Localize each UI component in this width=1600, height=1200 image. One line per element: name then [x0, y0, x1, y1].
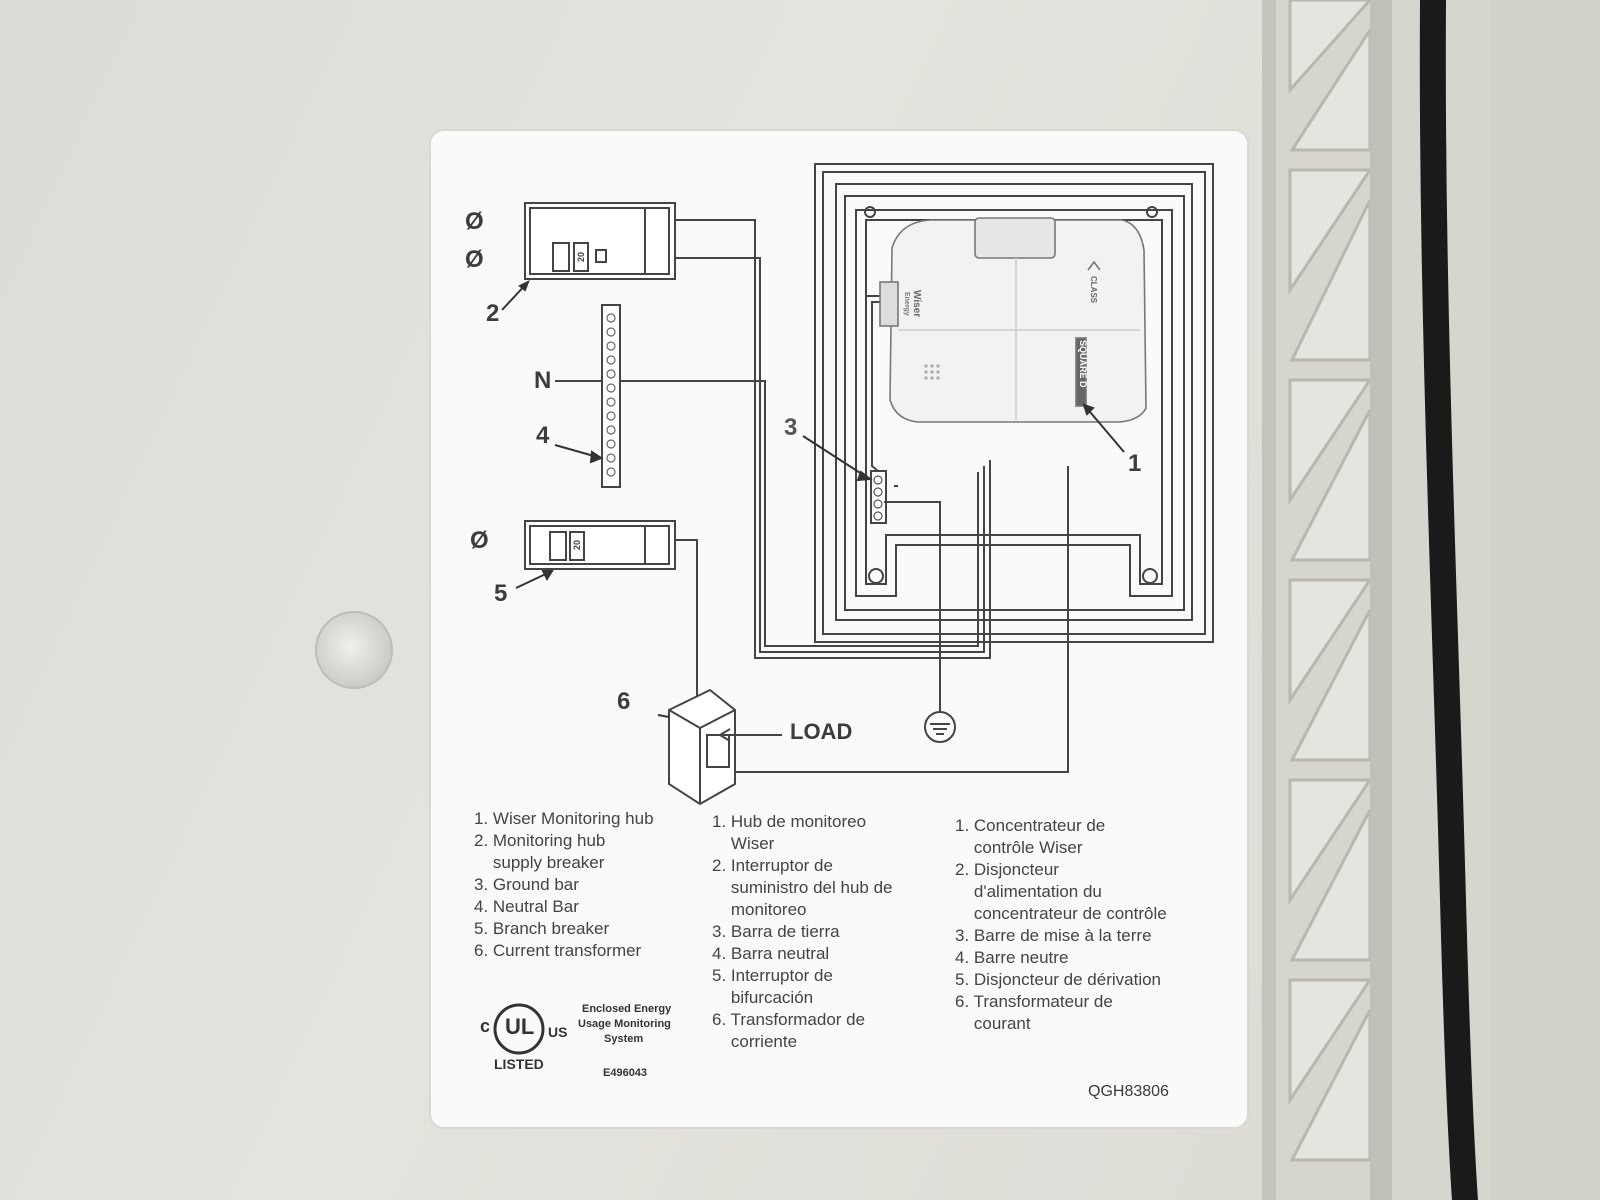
hub-maker: SQUARE D [1078, 340, 1088, 388]
legend-es-line: monitoreo [712, 900, 807, 919]
load-label: LOAD [790, 719, 853, 744]
ul-mark: UL [505, 1014, 535, 1039]
ul-desc-3: System [604, 1033, 644, 1045]
phase-symbol-1: Ø [465, 208, 484, 235]
callout-6: 6 [617, 688, 631, 715]
door-ribs [1288, 0, 1373, 1162]
legend-es-line: bifurcación [712, 988, 814, 1007]
legend-fr-line: d'alimentation du [955, 882, 1102, 901]
phase-symbol-3: Ø [470, 527, 489, 554]
callout-4: 4 [536, 422, 550, 449]
legend-fr-line: 3. Barre de mise à la terre [955, 926, 1152, 945]
hub-class: CLASS [1089, 276, 1098, 304]
legend-en-line: supply breaker [474, 853, 605, 872]
callout-1: 1 [1128, 450, 1142, 477]
gasket [1419, 0, 1478, 1200]
ul-c: c [480, 1016, 491, 1036]
hub-brand-sub: Energy [903, 292, 910, 316]
door-outer [1490, 0, 1600, 1200]
legend-en-line: 2. Monitoring hub [474, 831, 606, 850]
legend-fr-line: 6. Transformateur de [955, 992, 1113, 1011]
ul-circle [493, 1003, 545, 1055]
door-edge [1262, 0, 1276, 1200]
legend-es-line: 1. Hub de monitoreo [712, 812, 867, 831]
legend-en-line: 4. Neutral Bar [474, 897, 579, 916]
legend-es-line: 3. Barra de tierra [712, 922, 840, 941]
callout-3: 3 [784, 414, 798, 441]
legend-fr-line: 2. Disjoncteur [955, 860, 1059, 879]
ground-holes [873, 475, 883, 521]
ul-desc-1: Enclosed Energy [582, 1003, 672, 1015]
hub-drawing [879, 217, 1147, 423]
legend-fr-line: concentrateur de contrôle [955, 904, 1167, 923]
legend-es-line: 4. Barra neutral [712, 944, 830, 963]
phase-symbol-2: Ø [465, 246, 484, 273]
legend-es-line: suministro del hub de [712, 878, 893, 897]
ul-file-number: E496043 [603, 1067, 648, 1079]
neutral-holes [606, 313, 616, 477]
legend-es-line: 5. Interruptor de [712, 966, 833, 985]
legend-en-line: 3. Ground bar [474, 875, 579, 894]
rib-rail [1370, 0, 1392, 1200]
legend-en-line: 6. Current transformer [474, 941, 642, 960]
neutral-label: N [534, 367, 552, 394]
legend-en-line: 5. Branch breaker [474, 919, 610, 938]
hub-brand: Wiser [911, 290, 922, 318]
branch-breaker-rating: 20 [572, 539, 583, 551]
part-number: QGH83806 [1088, 1083, 1169, 1100]
legend-english: 1. Wiser Monitoring hub 2. Monitoring hu… [474, 808, 654, 962]
legend-fr-line: contrôle Wiser [955, 838, 1083, 857]
legend-fr-line: 4. Barre neutre [955, 948, 1069, 967]
leaders [501, 279, 1125, 718]
callout-5: 5 [494, 580, 508, 607]
callout-2: 2 [486, 300, 500, 327]
legend-es-line: 2. Interruptor de [712, 856, 833, 875]
legend-french: 1. Concentrateur de contrôle Wiser 2. Di… [955, 815, 1167, 1035]
legend-es-line: 6. Transformador de [712, 1010, 866, 1029]
ul-listed: LISTED [494, 1056, 544, 1072]
supply-breaker-rating: 20 [576, 251, 587, 263]
legend-en-line: 1. Wiser Monitoring hub [474, 809, 654, 828]
legend-fr-line: courant [955, 1014, 1031, 1033]
knockout [315, 611, 393, 689]
ul-desc-2: Usage Monitoring [578, 1018, 671, 1030]
legend-fr-line: 5. Disjoncteur de dérivation [955, 970, 1162, 989]
ul-us: US [548, 1024, 568, 1040]
legend-es-line: corriente [712, 1032, 798, 1051]
legend-es-line: Wiser [712, 834, 775, 853]
legend-fr-line: 1. Concentrateur de [955, 816, 1106, 835]
legend-spanish: 1. Hub de monitoreo Wiser 2. Interruptor… [712, 811, 892, 1053]
